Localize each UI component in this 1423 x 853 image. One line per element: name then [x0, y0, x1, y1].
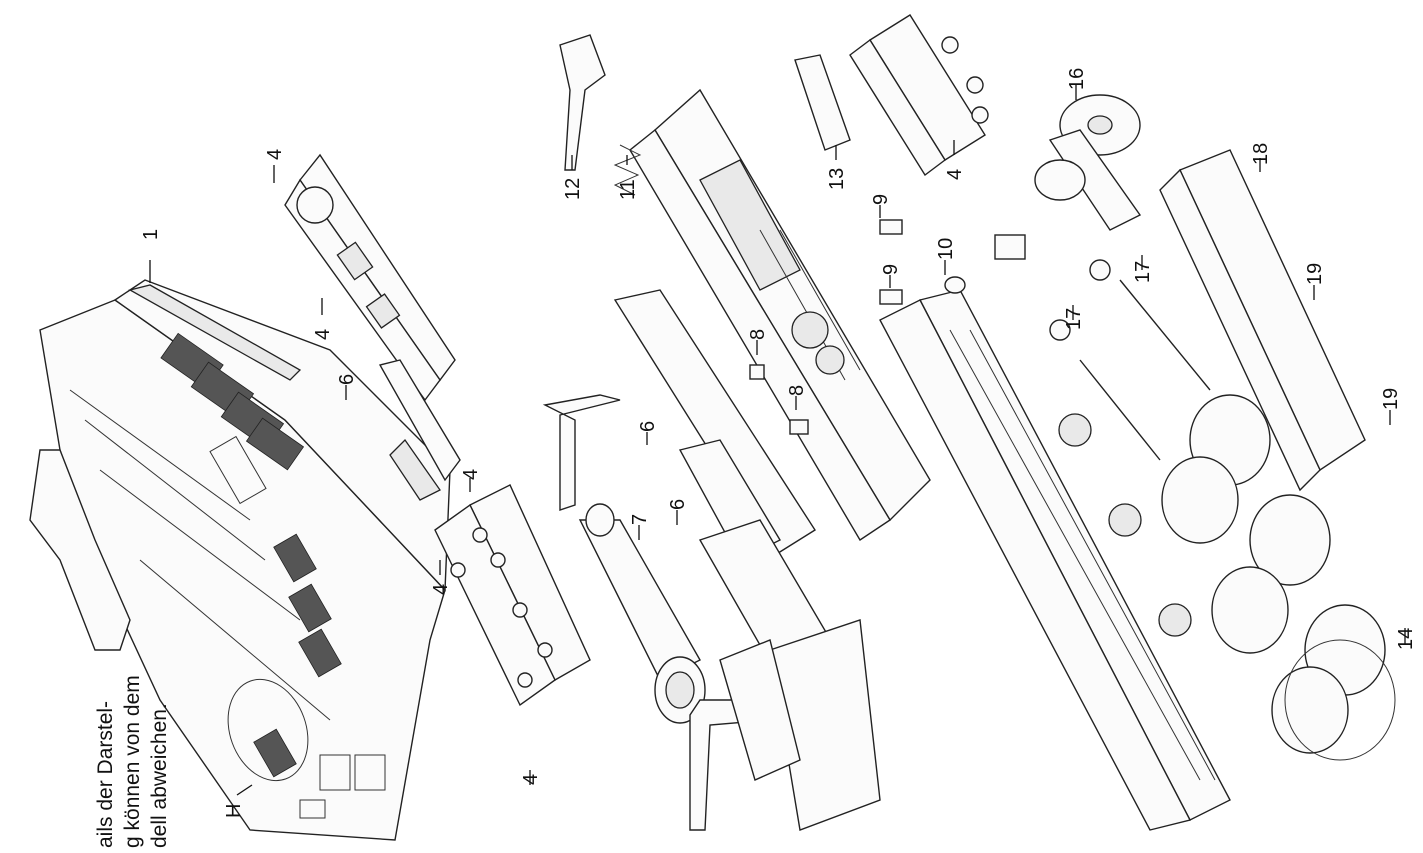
cover-plate — [434, 484, 591, 707]
disclaimer-line-1: ails der Darstel- — [94, 700, 117, 848]
leader-lines — [149, 85, 1406, 796]
upper-frame — [629, 88, 931, 541]
locomotive-body-shell — [29, 279, 451, 841]
small-parts — [749, 219, 1026, 435]
callout-4-board: 4 — [264, 149, 286, 160]
callout-4-top-plate: 4 — [944, 169, 966, 180]
main-chassis — [879, 289, 1231, 831]
callout-6-motor: 6 — [667, 499, 689, 510]
callout-6-housing: 6 — [637, 421, 659, 432]
callout-19-upper: 19 — [1304, 263, 1326, 285]
callout-17-left: 17 — [1063, 308, 1085, 330]
callout-8-upper: 8 — [747, 329, 769, 340]
callout-4-plate-bottom: 4 — [520, 774, 542, 785]
gear-housing — [613, 289, 881, 831]
disclaimer-line-3: dell abweichen. — [148, 703, 171, 848]
wheelsets — [1161, 394, 1396, 761]
motor — [578, 503, 706, 724]
callout-10: 10 — [935, 238, 957, 260]
callout-1: 1 — [140, 229, 162, 240]
callout-4-board-2: 4 — [312, 329, 334, 340]
callout-16: 16 — [1066, 68, 1088, 90]
callout-9-upper: 9 — [870, 194, 892, 205]
contact-plate — [378, 359, 461, 501]
disclaimer-note: ails der Darstel- g können von dem dell … — [92, 518, 173, 848]
callout-17-right: 17 — [1132, 261, 1154, 283]
coupler — [559, 34, 642, 196]
bogie-truck — [1034, 94, 1142, 231]
circuit-board — [284, 153, 456, 402]
callout-labels: 1 H 4 4 6 4 4 4 6 6 7 8 8 9 9 10 11 12 1… — [140, 68, 1417, 818]
callout-8-lower: 8 — [786, 385, 808, 396]
connecting-rods — [1049, 259, 1211, 461]
callout-H: H — [223, 804, 245, 818]
callout-7-motor: 7 — [629, 514, 651, 525]
callout-12: 12 — [562, 178, 584, 200]
callout-13: 13 — [826, 168, 848, 190]
callout-4-plate-mid: 4 — [460, 469, 482, 480]
bottom-plate — [1159, 149, 1366, 492]
disclaimer-line-2: g können von dem — [121, 675, 144, 848]
callout-18: 18 — [1250, 143, 1272, 165]
callout-6-contact: 6 — [336, 374, 358, 385]
callout-14: 14 — [1395, 628, 1417, 650]
callout-4-plate-top: 4 — [430, 584, 452, 595]
callout-19-lower: 19 — [1380, 388, 1402, 410]
callout-9-lower: 9 — [880, 264, 902, 275]
callout-11: 11 — [617, 179, 639, 200]
top-plate — [849, 14, 989, 177]
coupler-mechanism — [794, 54, 851, 151]
